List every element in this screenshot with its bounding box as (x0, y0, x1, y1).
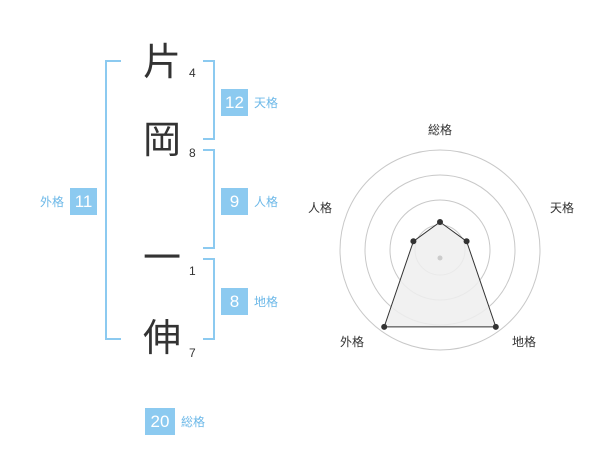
chikaku-value: 8 (221, 288, 248, 315)
stroke-count-3: 1 (189, 264, 196, 278)
name-char-1: 片 (142, 40, 181, 84)
radar-label-chikaku: 地格 (512, 334, 536, 349)
radar-points (381, 219, 499, 330)
gaikaku-bracket (105, 60, 121, 340)
stroke-count-1: 4 (189, 66, 196, 80)
name-char-3: 一 (142, 236, 181, 280)
radar-area (383, 221, 497, 328)
radar-point (437, 219, 443, 225)
jinkaku-bracket (203, 149, 215, 249)
radar-label-soukaku: 総格 (428, 122, 452, 137)
radar-label-gaikaku: 外格 (340, 334, 364, 349)
name-char-2: 岡 (142, 118, 181, 162)
name-char-4: 伸 (142, 316, 181, 360)
radar-point (410, 238, 417, 245)
chikaku-badge: 8 地格 (221, 288, 278, 315)
tenkaku-bracket (203, 60, 215, 140)
radar-label-jinkaku: 人格 (308, 200, 332, 215)
radar-point (463, 238, 470, 245)
stroke-count-4: 7 (189, 346, 196, 360)
soukaku-value: 20 (145, 408, 175, 435)
radar-center (437, 255, 443, 261)
gaikaku-label: 外格 (40, 195, 65, 209)
radar-point (492, 323, 499, 330)
radar-point (381, 323, 388, 330)
tenkaku-value: 12 (221, 89, 248, 116)
soukaku-badge: 20 総格 (145, 408, 205, 435)
stroke-count-2: 8 (189, 146, 196, 160)
fortune-radar-chart: 総格 天格 地格 外格 人格 (308, 122, 574, 351)
gaikaku-value: 11 (70, 188, 98, 215)
radar-label-tenkaku: 天格 (550, 200, 574, 215)
tenkaku-badge: 12 天格 (221, 89, 278, 116)
jinkaku-value: 9 (221, 188, 248, 215)
tenkaku-label: 天格 (254, 96, 279, 110)
chikaku-bracket (203, 258, 215, 340)
radar-ring (339, 149, 541, 351)
jinkaku-badge: 9 人格 (221, 188, 278, 215)
gaikaku-badge: 外格 11 (40, 188, 98, 215)
chikaku-label: 地格 (254, 295, 279, 309)
jinkaku-label: 人格 (254, 195, 279, 209)
soukaku-label: 総格 (181, 415, 206, 429)
